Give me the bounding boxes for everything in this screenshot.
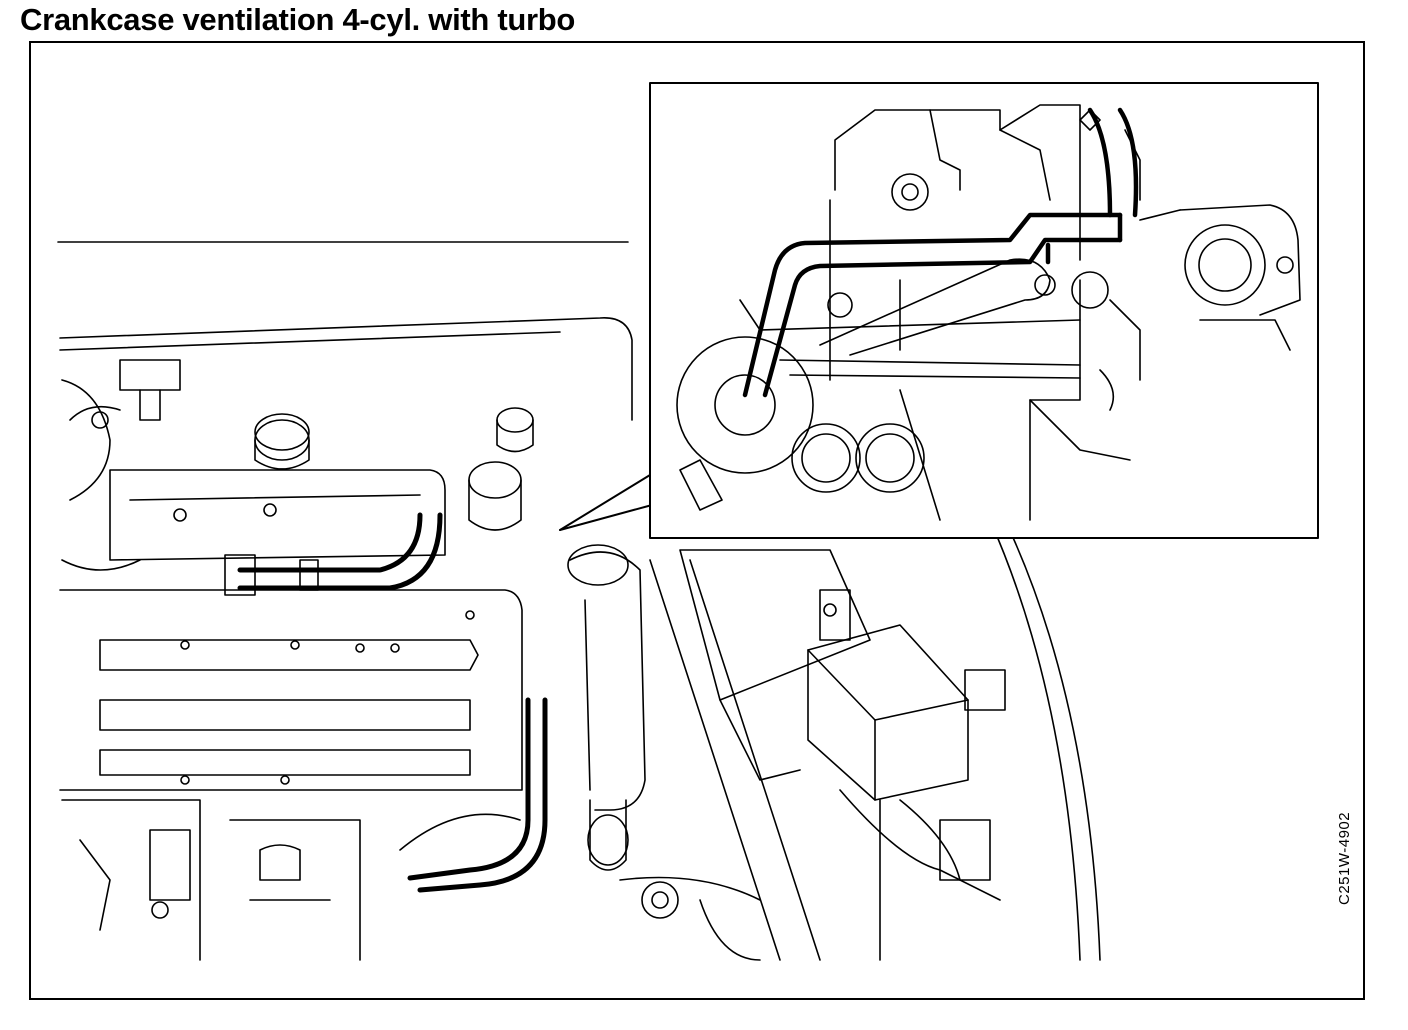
expansion-tank-cap xyxy=(468,407,534,531)
callout-pointer xyxy=(559,474,653,531)
hose-clamp xyxy=(224,554,319,596)
cam-cover xyxy=(109,469,446,561)
wiring-harness xyxy=(839,789,1001,961)
inset-frame xyxy=(649,82,1319,539)
relay-box xyxy=(807,589,1006,801)
ventilation-hose-main xyxy=(237,512,548,893)
diagram-title: Crankcase ventilation 4-cyl. with turbo xyxy=(20,2,576,37)
lower-engine xyxy=(229,813,761,961)
left-components xyxy=(61,359,201,961)
fender-outline xyxy=(989,519,1101,961)
inset-ventilation-hose xyxy=(742,107,1139,398)
hood-outline xyxy=(57,241,633,421)
inset-breather-pipe xyxy=(819,109,1141,356)
reference-code: C251W-4902 xyxy=(1336,811,1353,905)
intercooler-pipe xyxy=(649,559,821,961)
air-filter-box xyxy=(679,549,871,781)
inset-engine-detail xyxy=(676,104,1301,521)
turbo-inlet-pipe xyxy=(567,544,646,871)
oil-filler-cap xyxy=(254,413,310,470)
valve-cover xyxy=(59,589,523,791)
